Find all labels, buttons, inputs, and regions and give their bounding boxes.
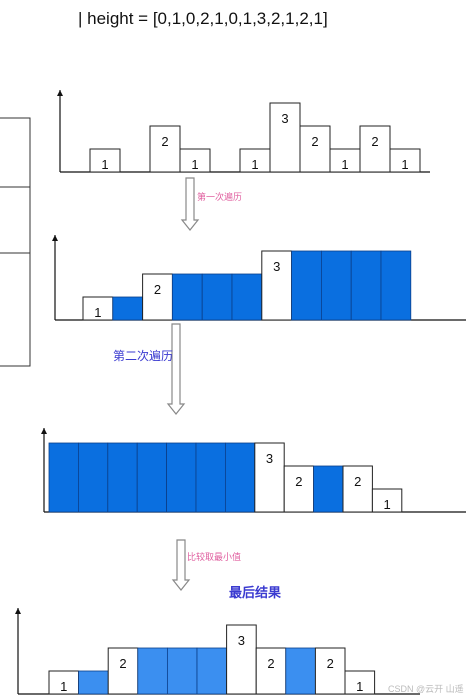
bar-value-label: 2 xyxy=(119,656,126,671)
height-bar xyxy=(107,647,139,695)
water-block xyxy=(313,465,344,513)
height-bar xyxy=(389,148,421,173)
height-bar xyxy=(299,125,331,173)
height-bar xyxy=(283,465,315,513)
step-label-2: 第二次遍历 xyxy=(113,349,173,363)
bar-value-label: 1 xyxy=(341,157,348,172)
bar-value-label: 1 xyxy=(356,679,363,694)
height-bar xyxy=(314,647,346,695)
height-bar xyxy=(342,465,373,513)
bar-value-label: 3 xyxy=(238,633,245,648)
height-bar xyxy=(261,250,293,321)
water-block xyxy=(48,442,79,513)
bar-value-label: 1 xyxy=(401,157,408,172)
panel-original: 1 2 1 1 3 2 1 2 1 xyxy=(57,90,430,173)
water-block xyxy=(137,647,168,695)
water-block xyxy=(195,442,226,513)
bar-value-label: 2 xyxy=(161,134,168,149)
water-block xyxy=(350,250,382,321)
down-arrow-icon xyxy=(166,323,186,415)
bar-value-label: 1 xyxy=(251,157,258,172)
water-block xyxy=(285,647,316,695)
bar-value-label: 2 xyxy=(371,134,378,149)
height-bar xyxy=(254,442,285,513)
height-bar xyxy=(149,125,181,173)
water-block xyxy=(224,442,256,513)
bar-value-label: 3 xyxy=(266,451,273,466)
height-bar xyxy=(142,273,173,321)
bar-value-label: 1 xyxy=(383,497,390,512)
height-bar xyxy=(179,148,211,173)
side-box xyxy=(0,117,31,367)
water-block xyxy=(171,273,203,321)
height-bar xyxy=(371,488,403,513)
y-axis-arrowhead xyxy=(52,235,58,241)
water-block xyxy=(201,273,233,321)
water-block xyxy=(112,296,144,321)
water-block xyxy=(166,442,197,513)
bar-value-label: 1 xyxy=(60,679,67,694)
down-arrow-icon xyxy=(180,177,200,231)
height-bar xyxy=(344,670,376,695)
water-block xyxy=(196,647,228,695)
bar-value-label: 1 xyxy=(191,157,198,172)
bar-value-label: 2 xyxy=(295,474,302,489)
down-arrow-icon xyxy=(171,539,191,591)
water-block xyxy=(231,273,263,321)
water-block xyxy=(166,647,198,695)
watermark: CSDN @云开 山遥 xyxy=(388,683,464,694)
bar-value-label: 2 xyxy=(354,474,361,489)
y-axis-arrowhead xyxy=(15,608,21,614)
panel-final-result: 1 2 3 2 2 1 xyxy=(15,608,420,695)
water-block xyxy=(320,250,352,321)
bar-value-label: 3 xyxy=(273,259,280,274)
water-block xyxy=(136,442,167,513)
height-bar xyxy=(359,125,391,173)
height-bar xyxy=(255,647,287,695)
height-bar xyxy=(89,148,121,173)
water-block xyxy=(107,442,138,513)
bar-value-label: 2 xyxy=(311,134,318,149)
panel-first-pass: 1 2 3 xyxy=(52,235,466,321)
water-block xyxy=(78,670,109,695)
step-label-1: 第一次遍历 xyxy=(197,191,242,203)
water-block xyxy=(78,442,109,513)
title-text: | height = [0,1,0,2,1,0,1,3,2,1,2,1] xyxy=(78,9,328,28)
bar-value-label: 1 xyxy=(94,305,101,320)
step-label-3: 比较取最小值 xyxy=(187,551,241,563)
bar-value-label: 3 xyxy=(281,111,288,126)
water-block xyxy=(291,250,322,321)
bar-value-label: 1 xyxy=(101,157,108,172)
bar-value-label: 2 xyxy=(327,656,334,671)
bar-value-label: 2 xyxy=(267,656,274,671)
step-label-4: 最后结果 xyxy=(229,585,281,601)
water-block xyxy=(380,250,412,321)
y-axis-arrowhead xyxy=(41,428,47,434)
y-axis-arrowhead xyxy=(57,90,63,96)
bar-value-label: 2 xyxy=(154,282,161,297)
panel-second-pass: 3 2 2 1 xyxy=(41,428,466,513)
